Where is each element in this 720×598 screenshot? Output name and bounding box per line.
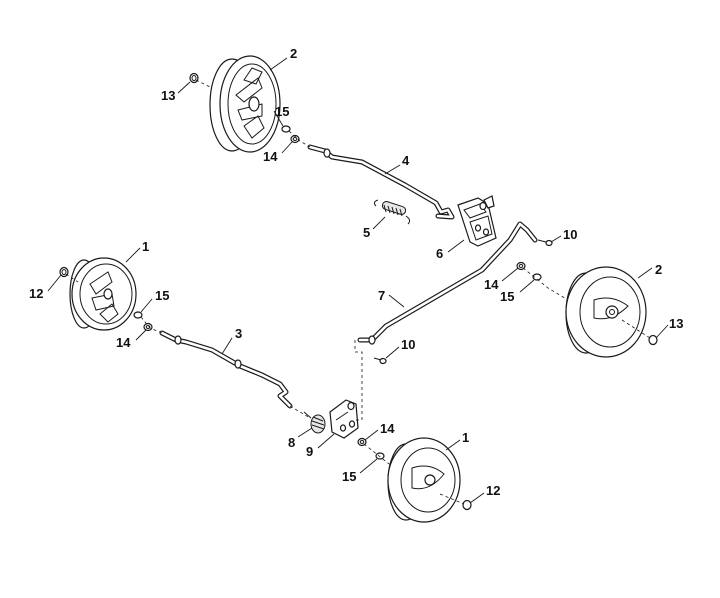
callout-12-bottom: 12: [486, 483, 500, 498]
washer-top: [281, 125, 291, 133]
callout-10-mid: 10: [401, 337, 415, 352]
leader-lines: [47, 57, 669, 504]
callout-14-top: 14: [263, 149, 278, 164]
callout-7: 7: [378, 288, 385, 303]
bolt-right: [537, 239, 553, 247]
wheel-rear-right: [565, 266, 647, 358]
nut-mid-right: [516, 261, 526, 271]
callout-12-left: 12: [29, 286, 43, 301]
callout-4: 4: [402, 153, 410, 168]
tension-spring-rear: [373, 199, 411, 225]
washer-bottom: [375, 452, 385, 460]
washer-mid-right: [532, 273, 542, 281]
height-adjust-bracket-front: [329, 399, 359, 439]
callout-15-left: 15: [155, 288, 169, 303]
height-adjust-bracket-rear: [457, 195, 497, 247]
callout-10-right: 10: [563, 227, 577, 242]
callout-15-mid: 15: [500, 289, 514, 304]
axle-rod-rear: [307, 144, 455, 220]
bolt-mid: [373, 357, 387, 365]
callout-14-bottom: 14: [380, 421, 395, 436]
hub-cap-top: [189, 72, 199, 84]
callout-labels: 2 13 15 14 4 5 6 10 1 12 15 14 3 7 14 15…: [29, 46, 683, 498]
callout-14-left: 14: [116, 335, 131, 350]
callout-1-left: 1: [142, 239, 149, 254]
callout-6: 6: [436, 246, 443, 261]
callout-15-top: 15: [275, 104, 289, 119]
callout-3: 3: [235, 326, 242, 341]
wheel-front-left: [69, 257, 137, 331]
wheel-rear-left: [209, 55, 281, 153]
axle-rod-front: [159, 330, 293, 409]
hub-cap-right: [648, 334, 658, 346]
callout-2-top: 2: [290, 46, 297, 61]
callout-9: 9: [306, 444, 313, 459]
nut-top: [290, 134, 300, 144]
wheel-front-right: [387, 437, 461, 523]
callout-13-right: 13: [669, 316, 683, 331]
callout-5: 5: [363, 225, 370, 240]
callout-15-bottom: 15: [342, 469, 356, 484]
callout-8: 8: [288, 435, 295, 450]
nut-left: [143, 322, 153, 332]
height-adjust-lever: [357, 221, 538, 345]
callout-13-top: 13: [161, 88, 175, 103]
assembly-guide-lines: [65, 79, 651, 505]
hub-cap-bottom: [462, 499, 472, 511]
nut-bottom: [357, 437, 367, 447]
torsion-spring-front: [303, 411, 326, 434]
callout-14-mid: 14: [484, 277, 499, 292]
washer-left: [133, 311, 143, 319]
callout-2-right: 2: [655, 262, 662, 277]
callout-1-bottom: 1: [462, 430, 469, 445]
hub-cap-left: [59, 266, 69, 278]
